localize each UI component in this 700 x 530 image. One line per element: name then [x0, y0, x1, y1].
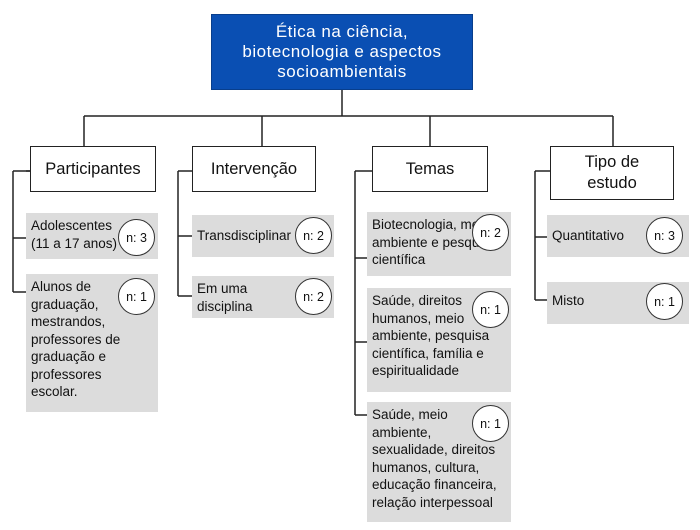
root-title: Ética na ciência, biotecnologia e aspect… — [242, 22, 442, 81]
item-text: Quantitativo — [552, 228, 625, 243]
item-text: Saúde, meio ambiente, sexualidade, direi… — [372, 407, 497, 510]
item-text: Transdisciplinar — [197, 228, 292, 243]
count-badge: n: 3 — [118, 219, 155, 256]
item-text: Misto — [552, 293, 585, 308]
category-label: Tipo de estudo — [584, 153, 640, 192]
item-text: Biotecnologia, meio ambiente e pesquisa … — [372, 217, 497, 267]
item-text: Em uma disciplina — [197, 281, 253, 314]
category-tipo-de-estudo: Tipo de estudo — [550, 146, 674, 200]
item-text: Alunos de graduação, mestrandos, profess… — [31, 279, 121, 399]
count-badge: n: 1 — [472, 291, 509, 328]
category-label: Temas — [405, 159, 455, 178]
count-badge: n: 1 — [118, 278, 155, 315]
category-participantes: Participantes — [30, 146, 156, 192]
category-label: Intervenção — [210, 159, 298, 178]
item-saude-meio-ambiente: Saúde, meio ambiente, sexualidade, direi… — [367, 402, 511, 522]
category-label: Participantes — [45, 159, 141, 178]
item-text: Adolescentes (11 a 17 anos) — [31, 218, 118, 251]
count-badge: n: 1 — [646, 283, 683, 320]
root-topic: Ética na ciência, biotecnologia e aspect… — [211, 14, 473, 90]
count-badge: n: 1 — [472, 405, 509, 442]
count-badge: n: 2 — [295, 278, 332, 315]
count-badge: n: 2 — [295, 217, 332, 254]
count-badge: n: 3 — [646, 217, 683, 254]
count-badge: n: 2 — [472, 214, 509, 251]
item-text: Saúde, direitos humanos, meio ambiente, … — [372, 293, 490, 378]
category-temas: Temas — [372, 146, 488, 192]
category-intervencao: Intervenção — [192, 146, 316, 192]
